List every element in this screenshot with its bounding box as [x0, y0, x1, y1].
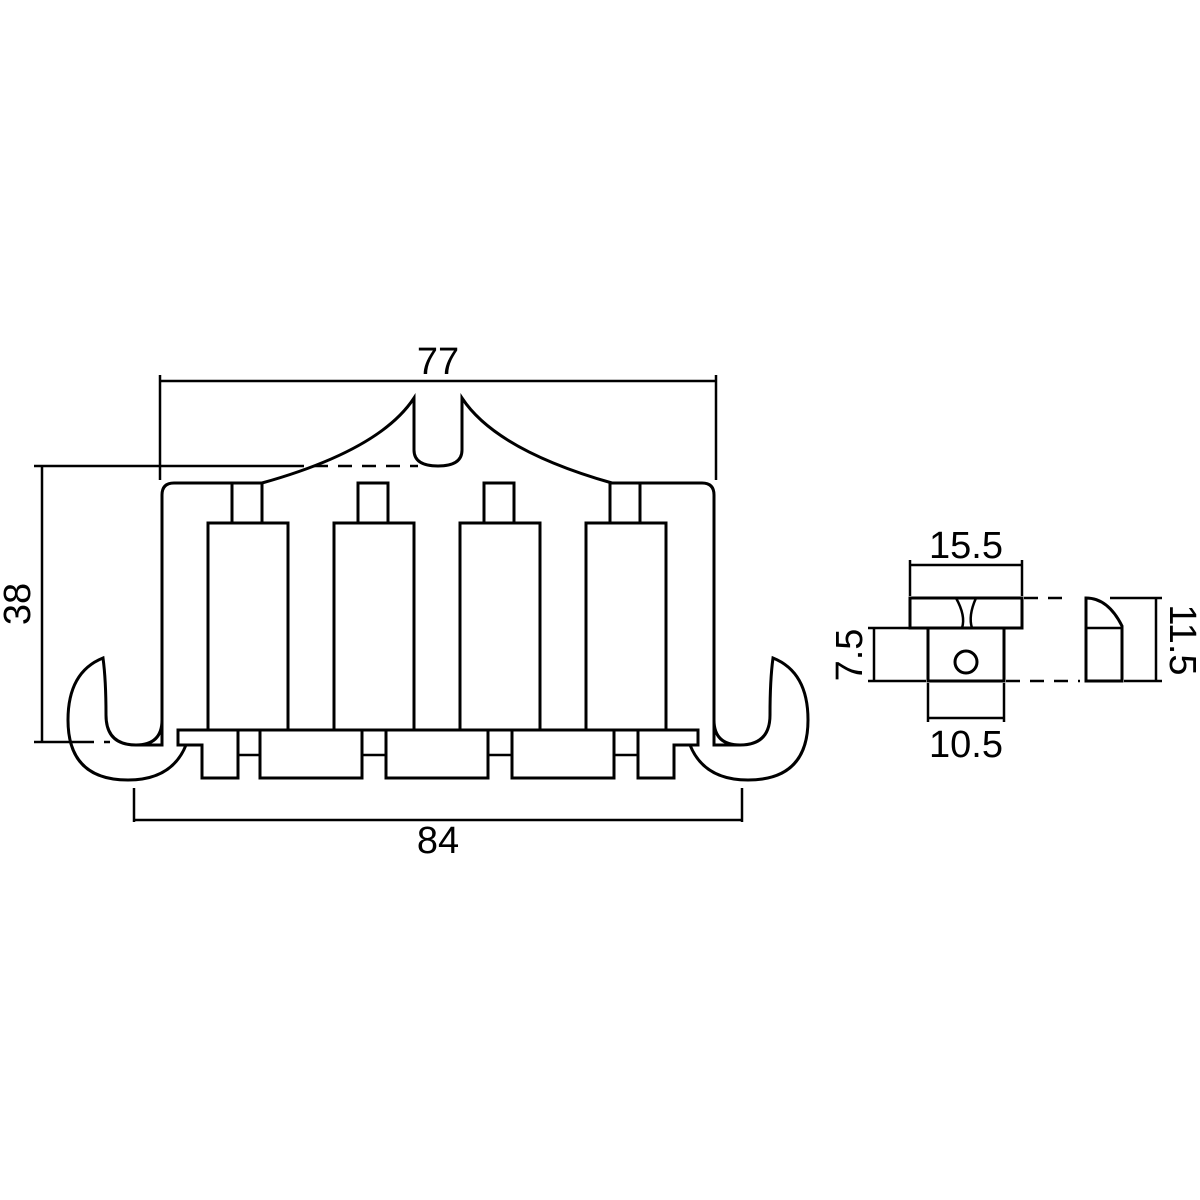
right-hook: [688, 655, 810, 782]
left-hook: [66, 655, 188, 782]
dimension-saddle-width: 15.5: [908, 525, 1024, 596]
dimension-label: 77: [417, 341, 459, 383]
saddle-base: [926, 626, 1006, 683]
dimension-label: 15.5: [929, 525, 1003, 567]
end-saddle-right: [636, 728, 700, 780]
dimension-label: 11.5: [1161, 604, 1200, 675]
saddle-notch: [954, 597, 978, 629]
tailpiece-front-view: 77 38 84: [0, 341, 810, 862]
saddle-detail-front: 15.5 10.5 7.5: [829, 525, 1080, 766]
dimension-label: 10.5: [929, 724, 1003, 766]
dimension-saddle-side-height: 11.5: [1110, 596, 1200, 683]
saddle-top: [908, 596, 1024, 630]
dimension-saddle-height: 7.5: [829, 626, 926, 683]
upper-block: [206, 521, 290, 732]
saddle-row: [176, 728, 700, 780]
dimension-label: 38: [0, 583, 39, 625]
saddle-hole: [953, 649, 979, 675]
stud-post: [608, 481, 642, 525]
tailpiece-frame: [136, 392, 740, 747]
upper-block: [332, 521, 416, 732]
upper-block: [584, 521, 668, 732]
stud-post: [230, 481, 264, 525]
stud-post: [482, 481, 516, 525]
upper-blocks: [206, 521, 668, 732]
saddle-block: [258, 728, 364, 780]
stud-posts: [230, 481, 642, 525]
saddle-detail-side: 11.5: [1084, 596, 1200, 683]
saddle-block: [384, 728, 490, 780]
dimension-height: 38: [0, 464, 418, 744]
saddle-block: [510, 728, 616, 780]
dimension-top-width: 77: [158, 341, 718, 480]
saddle-side-profile: [1084, 596, 1124, 683]
end-saddle-left: [176, 728, 240, 780]
dimension-bottom-width: 84: [132, 788, 744, 862]
dimension-label: 84: [417, 820, 459, 862]
dimension-saddle-base-width: 10.5: [926, 683, 1006, 766]
upper-block: [458, 521, 542, 732]
stud-post: [356, 481, 390, 525]
dimension-label: 7.5: [829, 629, 871, 682]
